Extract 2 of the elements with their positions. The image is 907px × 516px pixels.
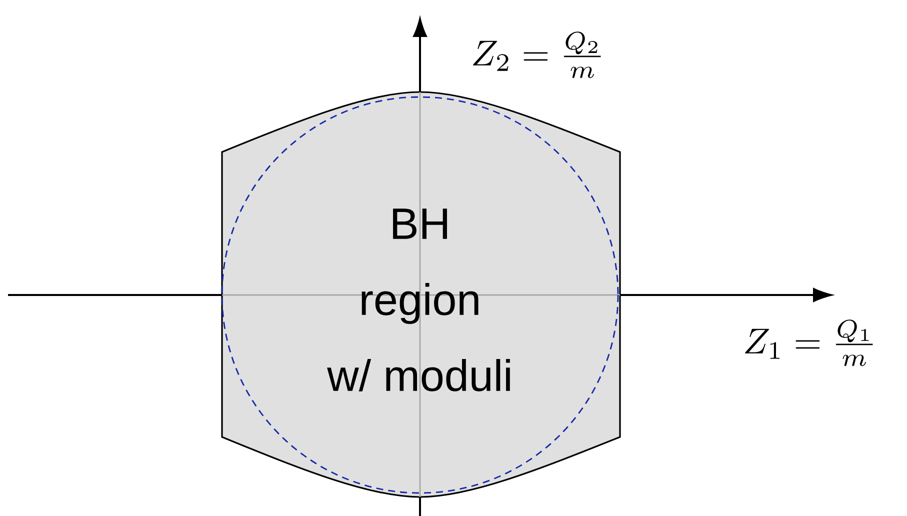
axis-label: $Z_1 = \frac{Q_1}{m}$ (745, 320, 873, 366)
axis-label: $Z_2 = \frac{Q_2}{m}$ (473, 32, 601, 78)
